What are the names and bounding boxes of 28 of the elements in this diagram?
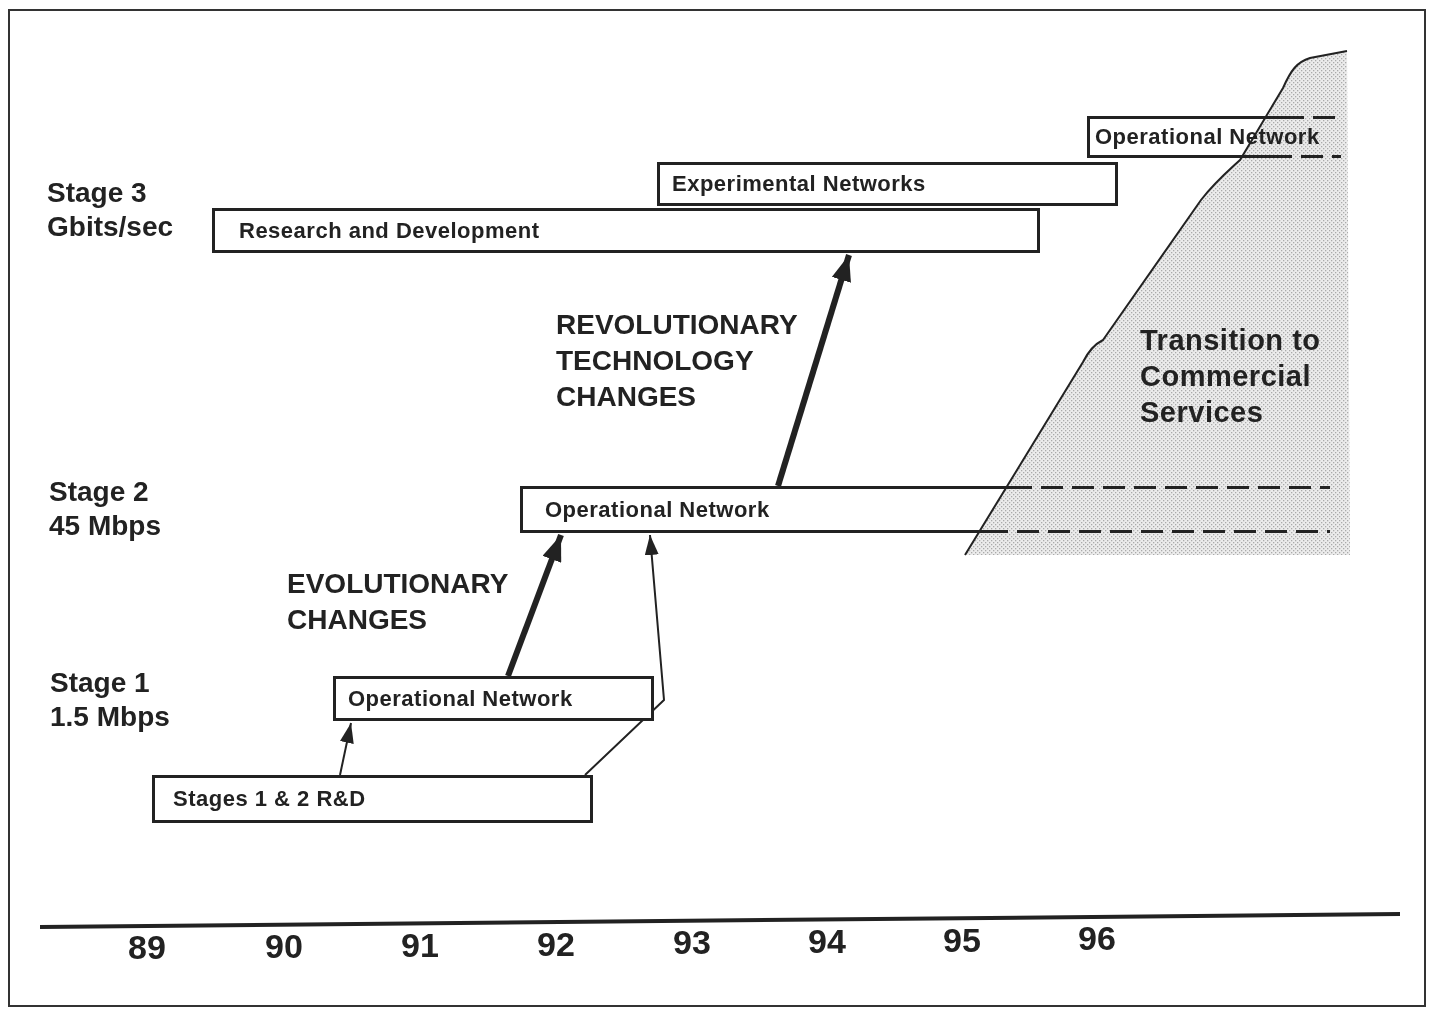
stage-label: Stage 2 45 Mbps xyxy=(49,475,163,543)
arrow xyxy=(775,254,852,487)
arrow xyxy=(505,533,564,678)
bar-label: Stages 1 & 2 R&D xyxy=(173,786,366,812)
timeline-bar xyxy=(657,162,1118,206)
axis-tick-label: 91 xyxy=(401,926,439,965)
timeline-bar xyxy=(333,676,654,721)
timeline-bar xyxy=(152,775,593,823)
arrow xyxy=(584,534,665,776)
stage-label: Stage 1 1.5 Mbps xyxy=(50,666,171,734)
bar-label: Operational Network xyxy=(348,685,573,712)
stage-label: Stage 3 Gbits/sec xyxy=(47,176,175,244)
bar-label: Research and Development xyxy=(239,217,540,244)
axis-tick-label: 90 xyxy=(265,927,303,966)
timeline-bar xyxy=(212,208,1040,253)
open-ended-timeline-bar xyxy=(520,486,1332,533)
axis-tick-label: 92 xyxy=(537,925,575,964)
axis-tick-label: 89 xyxy=(128,928,166,967)
axis-tick-label: 96 xyxy=(1078,919,1116,958)
axis-tick-label: 93 xyxy=(673,923,711,962)
axis-tick-label: 95 xyxy=(943,921,981,960)
axis-tick-label: 94 xyxy=(808,922,846,961)
arrow xyxy=(339,722,354,776)
annotation-text: REVOLUTIONARY TECHNOLOGY CHANGES xyxy=(556,308,799,414)
annotation-text: EVOLUTIONARY CHANGES xyxy=(287,567,509,637)
region-label: Transition to Commercial Services xyxy=(1140,323,1322,430)
bar-label: Operational Network xyxy=(545,496,770,523)
bar-label: Experimental Networks xyxy=(672,171,926,197)
